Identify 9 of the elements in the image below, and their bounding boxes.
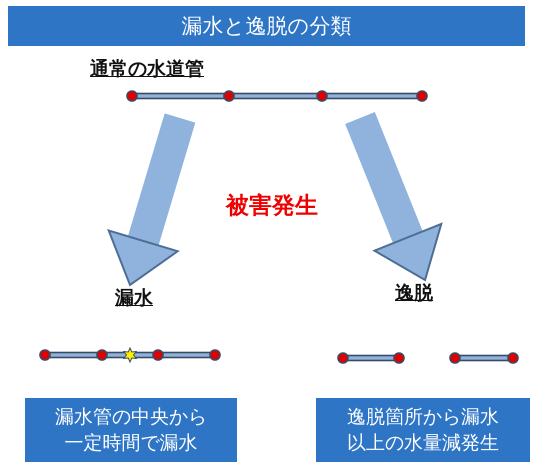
title-banner: 漏水と逸脱の分類 bbox=[8, 6, 525, 46]
damage-label: 被害発生 bbox=[226, 192, 318, 221]
block-arrow bbox=[345, 112, 442, 281]
block-arrow bbox=[108, 113, 196, 286]
pipe-heading: 通常の水道管 bbox=[90, 57, 204, 82]
pipe-heading: 逸脱 bbox=[395, 281, 433, 306]
description-box: 逸脱箇所から漏水以上の水量減発生 bbox=[316, 398, 530, 462]
description-box: 漏水管の中央から一定時間で漏水 bbox=[25, 398, 237, 462]
pipe-heading: 漏水 bbox=[115, 286, 153, 311]
